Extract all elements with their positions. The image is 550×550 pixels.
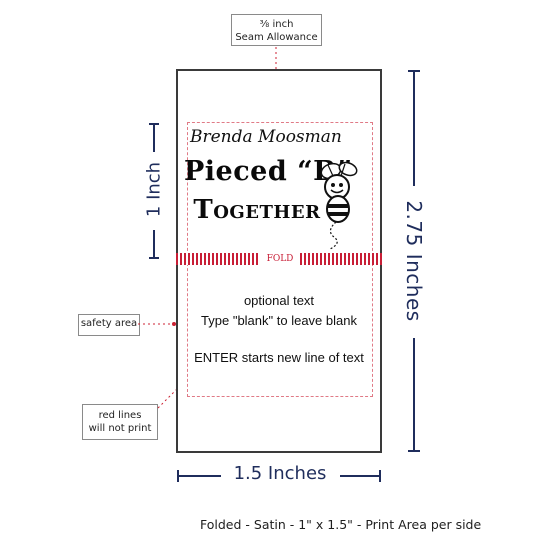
brand-line-1: Pieced “B”: [184, 156, 353, 187]
red-lines-callout: red lines will not print: [82, 404, 158, 440]
seam-fraction-text: ⅜ inch: [259, 19, 294, 30]
height-total-dimension: [408, 70, 420, 452]
optional-text-line-1: optional text: [243, 293, 315, 308]
red-lines-text: red lines: [98, 410, 142, 421]
safety-area-callout: safety area: [78, 314, 140, 336]
width-label: 1.5 Inches: [233, 463, 327, 484]
not-print-text: will not print: [88, 423, 152, 434]
bee-icon: [320, 161, 358, 250]
width-dimension: [177, 470, 381, 482]
safety-pointer-dot: [172, 322, 176, 326]
optional-text-line-3: ENTER starts new line of text: [194, 350, 364, 365]
label-card: Brenda Moosman Pieced “B” Together FOLD …: [176, 69, 382, 453]
fold-label: FOLD: [260, 253, 300, 265]
seam-allowance-callout: ⅜ inch Seam Allowance: [231, 14, 322, 46]
height-print-dimension: [149, 123, 159, 259]
brand-line-2: Together: [193, 195, 321, 225]
footer-caption: Folded - Satin - 1" x 1.5" - Print Area …: [200, 517, 482, 532]
optional-text-line-2: Type "blank" to leave blank: [201, 313, 357, 328]
safety-area-text: safety area: [80, 318, 138, 329]
seam-allowance-text: Seam Allowance: [235, 32, 318, 43]
maker-name: Brenda Moosman: [190, 127, 342, 147]
